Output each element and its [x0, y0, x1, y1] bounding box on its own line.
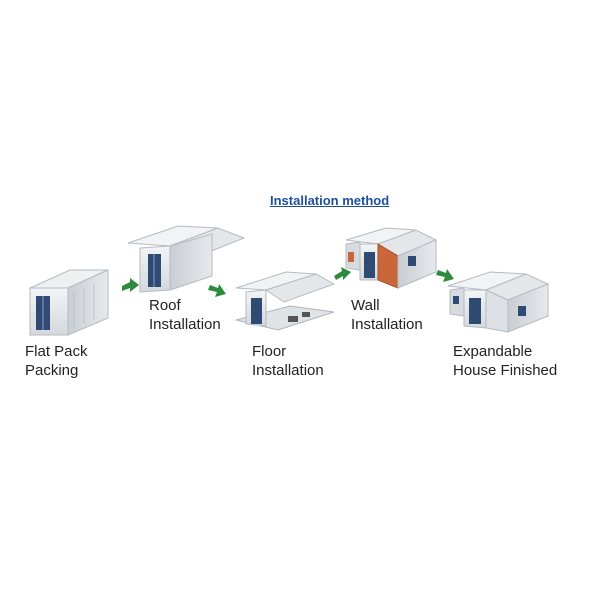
step-label-line: Roof — [149, 297, 181, 314]
step-label-flat-pack: Flat Pack Packing — [25, 342, 88, 380]
step-label-line: Installation — [149, 316, 221, 333]
step-label-line: Expandable — [453, 343, 533, 360]
step-label-line: Packing — [25, 362, 79, 379]
arrow-right-icon — [334, 267, 351, 280]
step-label-roof: Roof Installation — [149, 296, 221, 334]
floor-installation-icon — [235, 271, 336, 331]
step-label-line: Flat Pack — [25, 343, 88, 360]
wall-installation-icon — [345, 227, 438, 289]
step-label-line: Wall — [351, 297, 380, 314]
container-flat-pack-icon — [29, 269, 109, 336]
expandable-house-icon — [447, 271, 550, 333]
arrow-right-icon — [208, 284, 226, 297]
step-label-finished: Expandable House Finished — [453, 342, 557, 380]
diagram-title: Installation method — [270, 193, 390, 208]
arrow-right-icon — [122, 278, 139, 292]
step-label-line: Floor — [252, 343, 287, 360]
step-label-line: House Finished — [453, 362, 558, 379]
step-label-wall: Wall Installation — [351, 296, 423, 334]
step-label-floor: Floor Installation — [252, 342, 324, 380]
roof-installation-icon — [127, 225, 246, 293]
arrow-right-icon — [436, 269, 454, 282]
step-label-line: Installation — [351, 316, 423, 333]
step-label-line: Installation — [252, 362, 324, 379]
